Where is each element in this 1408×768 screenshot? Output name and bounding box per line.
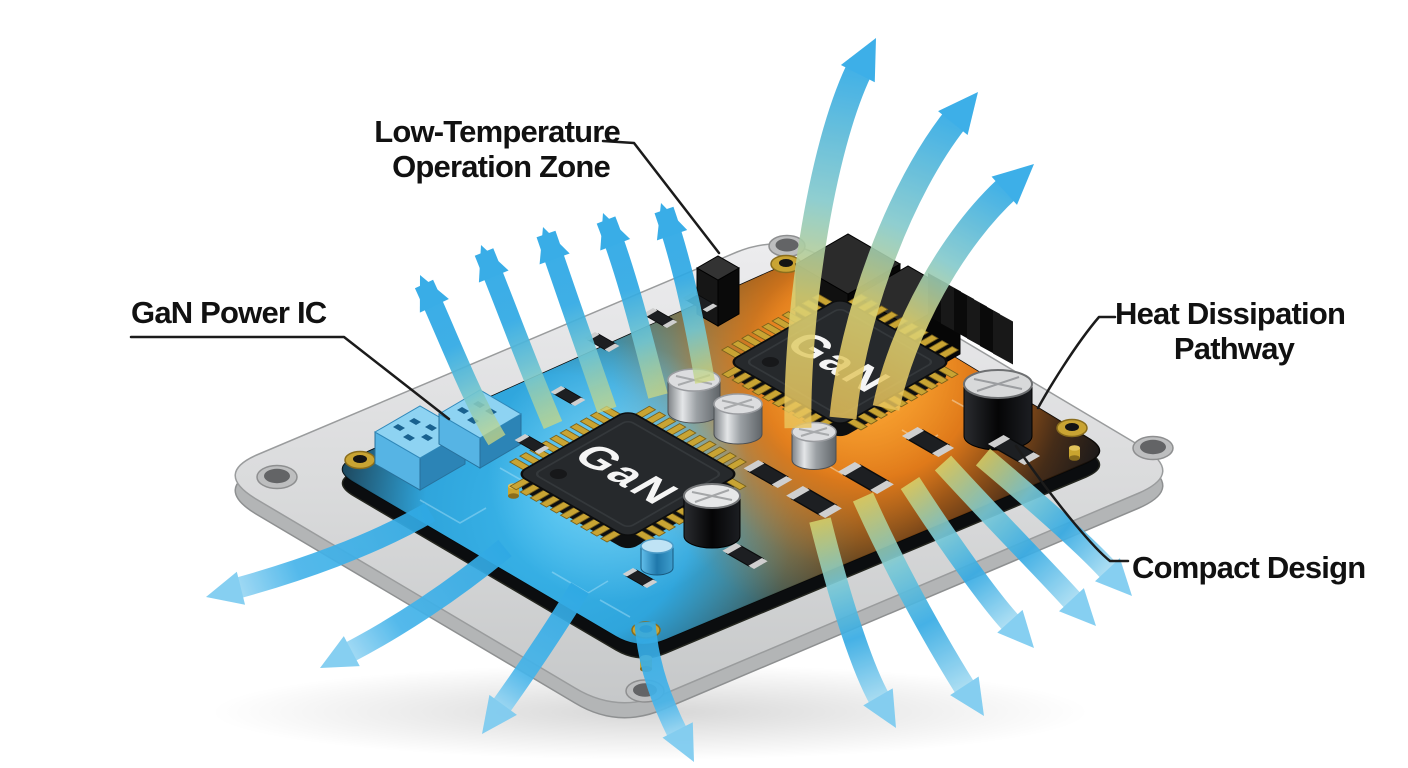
- label-text: Heat Dissipation Pathway: [1115, 296, 1353, 366]
- capacitor-black: [683, 483, 741, 549]
- mixed-airflow-arrow: [934, 455, 1081, 608]
- callout-gan-power-ic: GaN Power IC: [129, 295, 451, 421]
- heat-arrow: [872, 175, 1020, 411]
- pcb-gold-via: [1056, 418, 1088, 438]
- mixed-airflow-arrow: [852, 492, 975, 694]
- heat-arrow: [784, 57, 875, 429]
- standoff: [1069, 445, 1080, 461]
- pcb-gold-via: [344, 450, 376, 470]
- sensor-post: [695, 255, 741, 327]
- arrowhead: [320, 636, 360, 668]
- arrowhead: [662, 722, 694, 762]
- leader-line: [129, 335, 451, 421]
- leader-line: [1014, 444, 1130, 563]
- label-text: GaN Power IC: [131, 295, 327, 330]
- arrowhead: [478, 245, 509, 283]
- baseplate-hole: [256, 464, 298, 490]
- arrowhead: [482, 694, 517, 734]
- callout-low-temperature-zone: Low-Temperature Operation Zone: [374, 114, 721, 255]
- arrowhead: [938, 92, 978, 136]
- heat-arrow: [829, 107, 969, 420]
- arrowhead: [1059, 588, 1096, 626]
- mixed-airflow-arrow: [809, 517, 890, 706]
- arrowhead: [539, 227, 570, 265]
- arrowhead: [950, 676, 984, 716]
- arrowhead: [1095, 558, 1132, 596]
- mixed-airflow-arrow: [975, 448, 1117, 578]
- cool-airflow-arrow: [491, 582, 589, 715]
- label-text: Low-Temperature Operation Zone: [374, 114, 628, 184]
- arrowhead: [206, 571, 246, 605]
- mixed-airflow-arrows-bottom-right: [809, 448, 1132, 728]
- cool-airflow-arrows-bottom-left: [206, 502, 694, 762]
- capacitor-silver: [713, 393, 763, 445]
- cool-airflow-arrow: [235, 502, 436, 599]
- arrowhead: [997, 609, 1034, 648]
- cool-airflow-arrow: [634, 621, 688, 739]
- leader-line: [601, 139, 721, 255]
- baseplate-hole: [1132, 435, 1174, 461]
- capacitor-silver: [791, 421, 837, 470]
- mixed-airflow-arrow: [900, 477, 1019, 630]
- heat-dissipation-arrows: [784, 38, 1034, 429]
- cool-airflow-arrow: [345, 539, 512, 662]
- arrowhead: [419, 275, 449, 313]
- pcb-gold-via: [770, 254, 802, 274]
- callout-compact-design: Compact Design: [1014, 444, 1366, 585]
- callout-heat-dissipation: Heat Dissipation Pathway: [1036, 296, 1353, 410]
- label-text: Compact Design: [1132, 550, 1365, 585]
- capacitor-blue: [640, 538, 674, 576]
- arrowhead: [991, 164, 1034, 205]
- arrowhead: [840, 38, 876, 83]
- arrowhead: [600, 213, 631, 251]
- arrowhead: [656, 203, 688, 241]
- arrowhead: [863, 688, 896, 728]
- cool-airflow-arrows-upper-left: [414, 203, 715, 446]
- capacitor-black: [963, 369, 1033, 451]
- leader-line: [1036, 315, 1117, 410]
